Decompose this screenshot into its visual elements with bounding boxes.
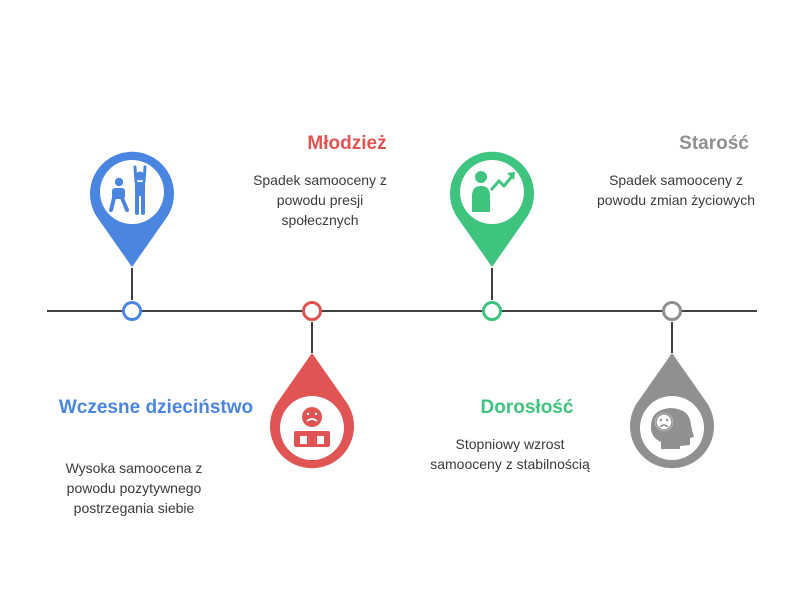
stage-title-adulthood: Dorosłość: [480, 397, 574, 418]
timeline-node: [662, 301, 682, 321]
timeline-node: [302, 301, 322, 321]
person-growth-arrow-icon: [472, 171, 515, 212]
children-playing-icon: [109, 165, 147, 215]
stage-title-youth: Młodzież: [307, 133, 387, 154]
stage-description-early-childhood: Wysoka samoocena z powodu pozytywnego po…: [65, 460, 203, 516]
stage-2-marker: [270, 301, 354, 469]
pin-inner-circle: [280, 396, 344, 460]
stage-1-marker: [90, 151, 174, 321]
stage-4-marker: [630, 301, 715, 469]
stage-3-marker: [450, 151, 534, 321]
pin-inner-circle: [100, 160, 164, 224]
stage-description-old-age: Spadek samooceny z powodu zmian życiowyc…: [597, 172, 755, 208]
timeline-node: [482, 301, 502, 321]
stage-description-adulthood: Stopniowy wzrost samooceny z stabilności…: [430, 436, 590, 472]
timeline-node: [122, 301, 142, 321]
stage-title-old-age: Starość: [679, 133, 749, 154]
stage-title-early-childhood: Wczesne dzieciństwo: [58, 397, 254, 418]
sad-head-profile-icon: [650, 408, 694, 449]
sad-teen-at-desk-icon: [294, 407, 330, 447]
stage-description-youth: Spadek samooceny z powodu presji społecz…: [253, 172, 387, 228]
pin-inner-circle: [460, 160, 524, 224]
